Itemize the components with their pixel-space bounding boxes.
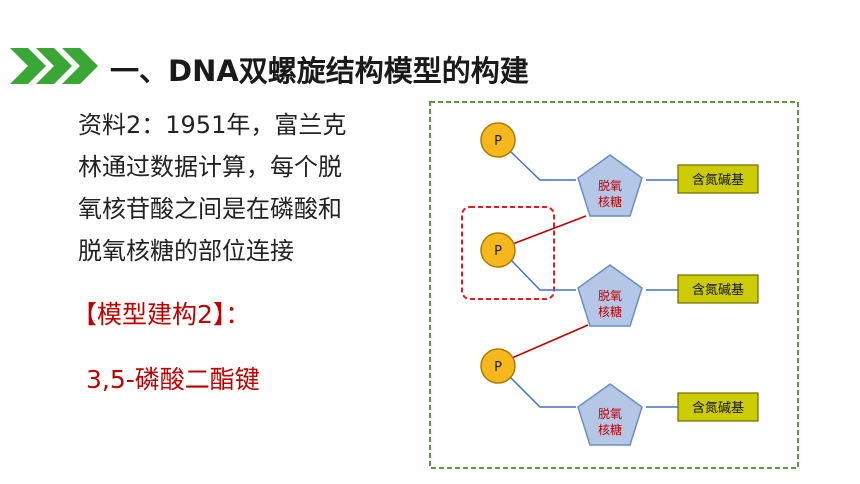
phosphate-label: P: [494, 244, 502, 259]
diagram-frame: [429, 101, 799, 469]
nucleotide-chain-diagram: 脱氧 核糖 脱氧 核糖 脱氧 核糖 P P P 含氮碱基 含氮碱基 含氮碱基: [429, 101, 799, 469]
chevron-arrows-icon: [10, 48, 98, 84]
sugar-label: 核糖: [598, 194, 622, 209]
phosphodiester-bond: [511, 324, 589, 359]
base-label: 含氮碱基: [692, 400, 744, 416]
sugar-label: 脱氧: [598, 288, 622, 303]
deoxyribose-pentagon: [577, 383, 643, 446]
phosphate-label: P: [494, 360, 502, 375]
sugar-label: 脱氧: [598, 178, 622, 193]
material-line: 氧核苷酸之间是在磷酸和: [78, 195, 342, 223]
sugar-label: 核糖: [598, 304, 622, 319]
page-title: 一、DNA双螺旋结构模型的构建: [110, 54, 529, 88]
sugar-label: 核糖: [598, 422, 622, 437]
sugar-label: 脱氧: [598, 406, 622, 421]
base-label: 含氮碱基: [692, 282, 744, 298]
material-line: 林通过数据计算，每个脱: [78, 153, 342, 181]
nitrogenous-base-box: [677, 392, 759, 422]
phosphate-label: P: [494, 134, 502, 149]
deoxyribose-pentagon: [577, 264, 643, 327]
phosphate-sugar-connector: [509, 258, 576, 291]
nitrogenous-base-box: [677, 164, 759, 194]
phosphate-sugar-connector: [509, 150, 576, 181]
material-text: 资料2：1951年，富兰克 林通过数据计算，每个脱 氧核苷酸之间是在磷酸和 脱氧…: [78, 104, 408, 272]
nitrogenous-base-box: [677, 274, 759, 304]
base-label: 含氮碱基: [692, 172, 744, 188]
material-line: 资料2：1951年，富兰克: [78, 111, 347, 139]
phosphate-circle: [480, 122, 516, 158]
phosphate-sugar-connector: [509, 376, 576, 408]
phosphodiester-bond-label: 3,5-磷酸二酯键: [86, 365, 260, 394]
phosphodiester-bond: [509, 215, 587, 246]
phosphate-circle: [480, 348, 516, 384]
model-construction-label: 【模型建构2】：: [72, 300, 251, 329]
deoxyribose-pentagon: [577, 154, 643, 217]
phosphate-circle: [480, 232, 516, 268]
material-line: 脱氧核糖的部位连接: [78, 237, 294, 265]
